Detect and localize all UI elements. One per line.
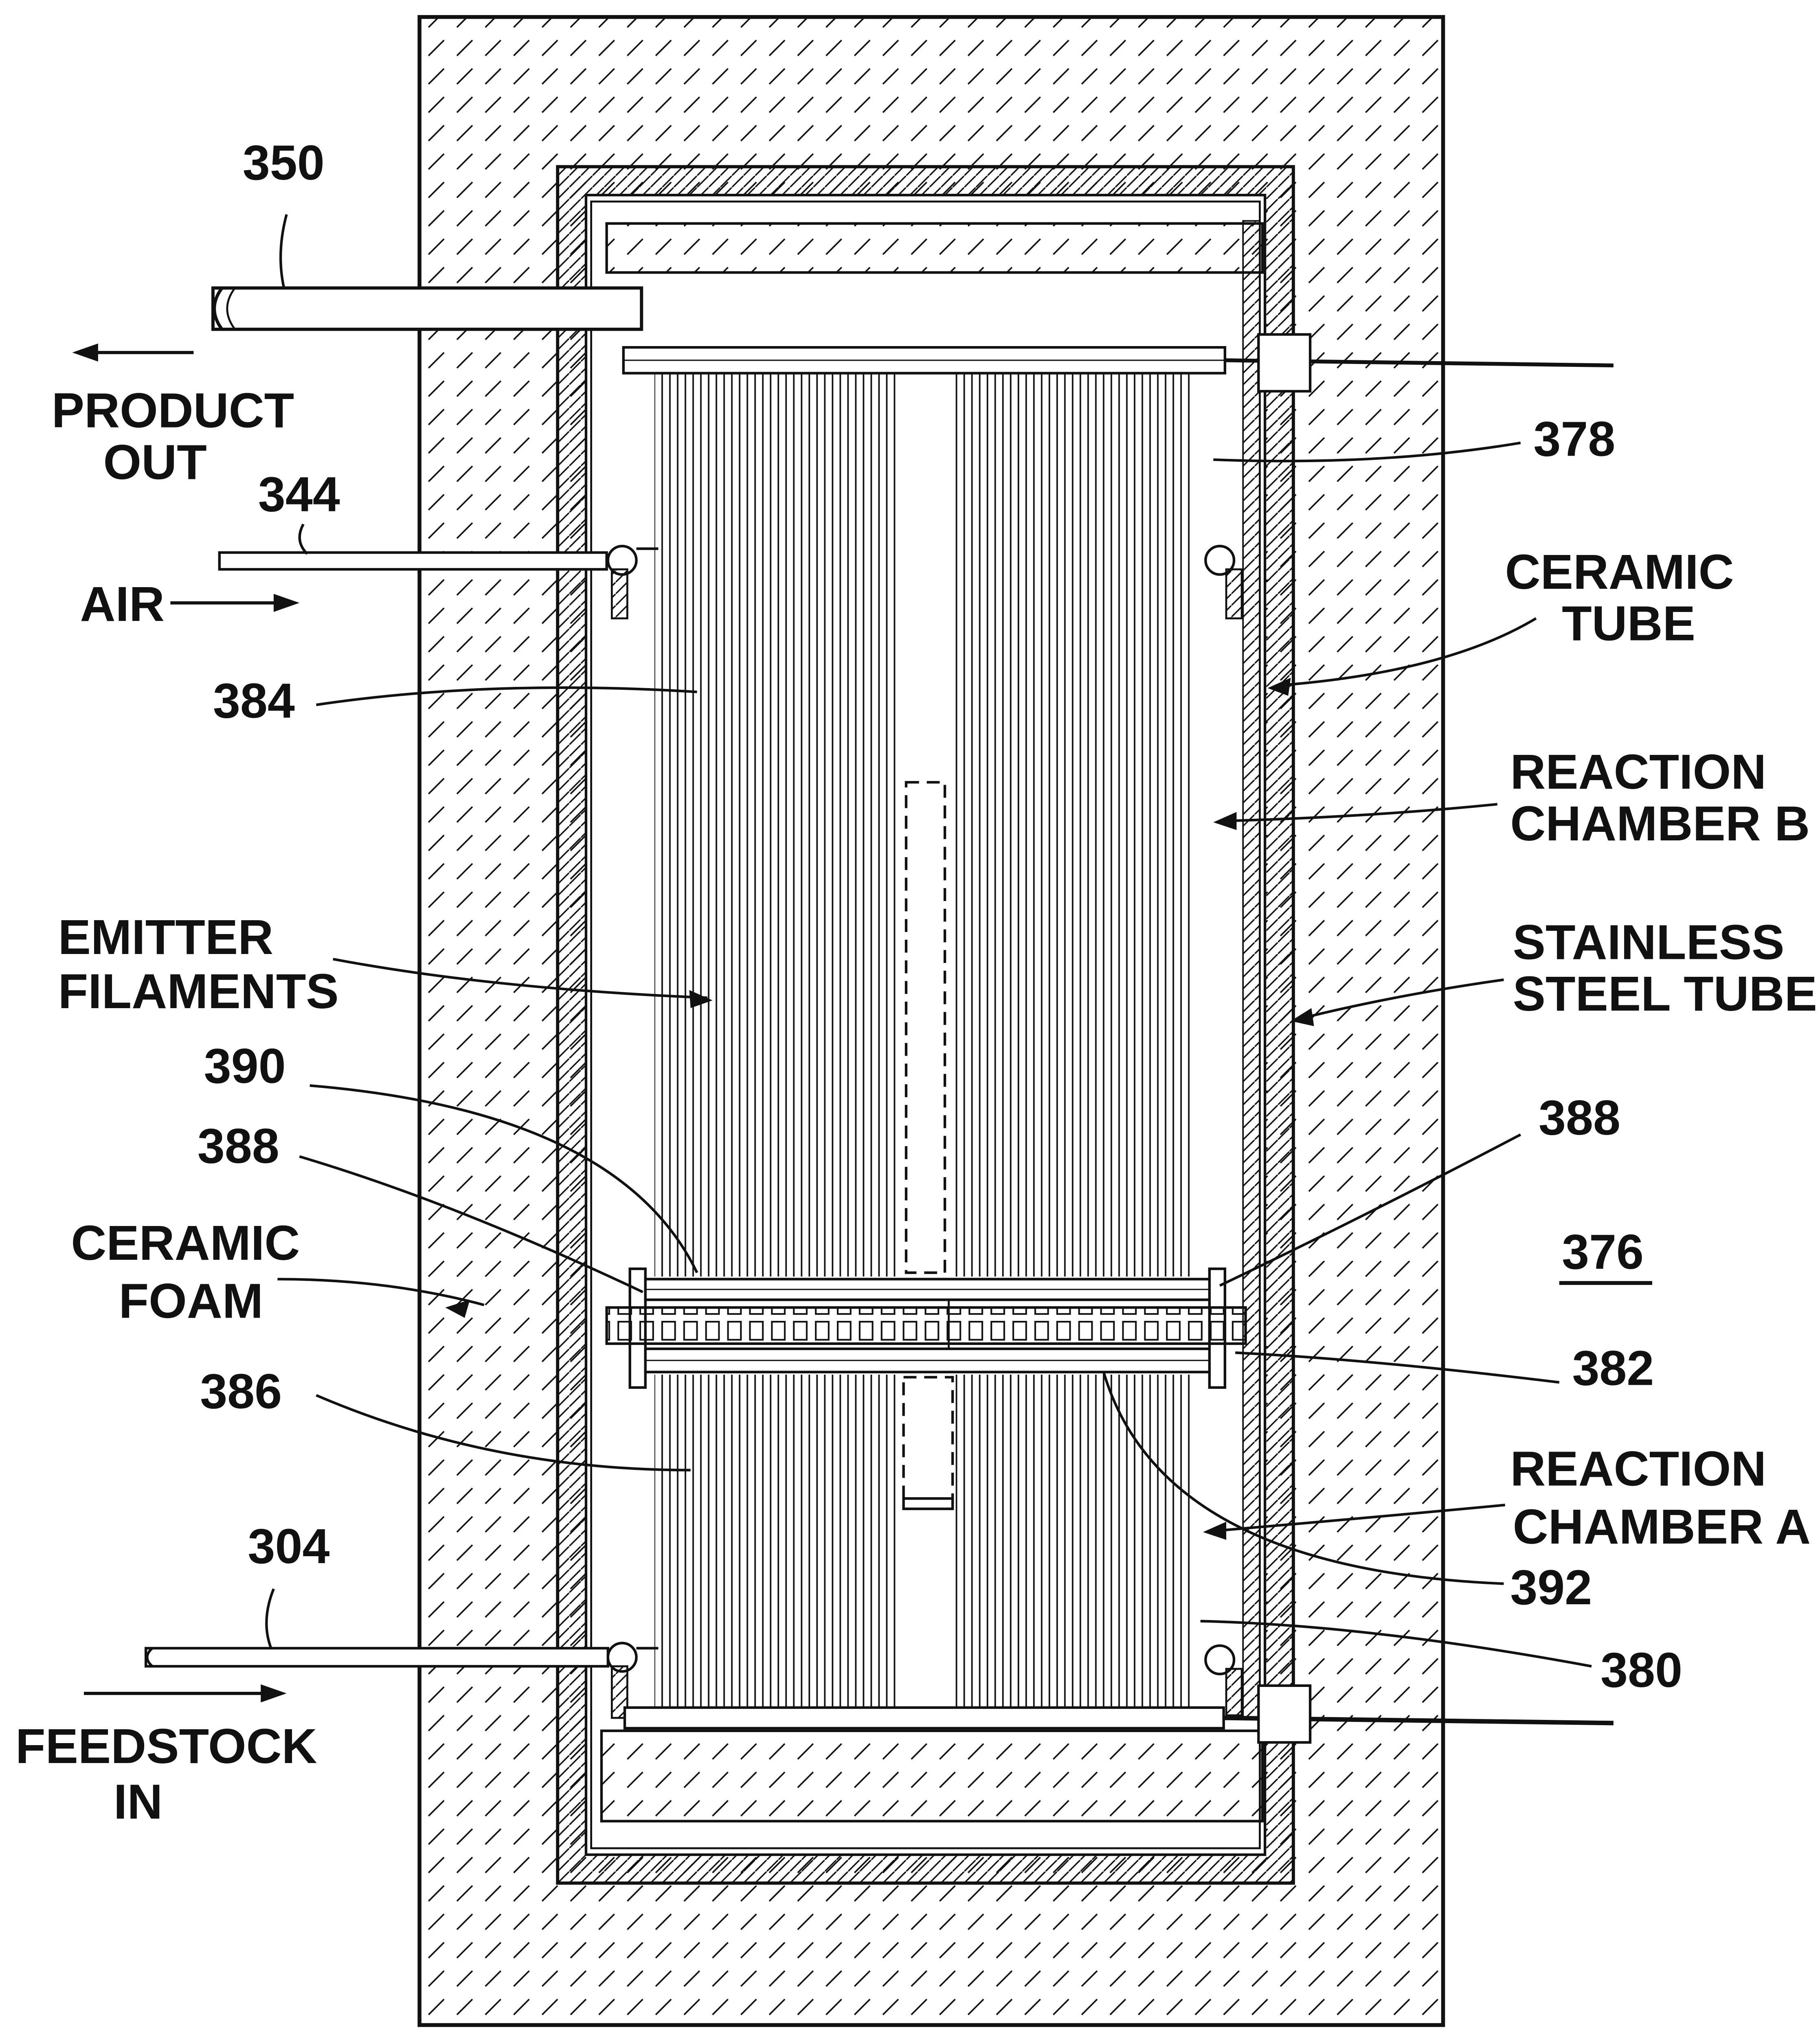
leader-lines xyxy=(265,214,1592,1668)
stainless-steel-tube-label-line2: STEEL TUBE xyxy=(1513,966,1817,1021)
ref-304: 304 xyxy=(248,1519,330,1574)
ref-376: 376 xyxy=(1562,1224,1644,1279)
reaction-chamber-b-label-line2: CHAMBER B xyxy=(1510,796,1810,851)
feedstock-in-label-line2: IN xyxy=(114,1774,162,1829)
reaction-chamber-b-label-line1: REACTION xyxy=(1510,744,1766,799)
ref-386: 386 xyxy=(200,1364,282,1419)
reaction-chamber-a-label-line1: REACTION xyxy=(1510,1441,1766,1496)
feedstock-inlet-pipe xyxy=(144,1642,1243,1719)
emitter-filaments-label-line2: FILAMENTS xyxy=(58,964,339,1019)
emitter-filaments-label-line1: EMITTER xyxy=(58,910,274,965)
ref-390: 390 xyxy=(204,1039,286,1094)
ref-380: 380 xyxy=(1600,1643,1682,1697)
product-out-label-line1: PRODUCT xyxy=(52,383,294,438)
upper-electrode-bar xyxy=(622,333,1614,393)
ref-392: 392 xyxy=(1510,1560,1592,1615)
air-inlet-pipe xyxy=(218,545,1243,620)
ceramic-foam-label-line2: FOAM xyxy=(119,1274,263,1329)
lower-filament-bundle xyxy=(654,1375,1195,1711)
ref-384: 384 xyxy=(213,673,295,728)
feedstock-in-arrow-icon xyxy=(84,1684,287,1703)
bottom-ceramic-plug xyxy=(600,1729,1264,1822)
ceramic-tube xyxy=(590,200,1261,1849)
feedstock-in-label-line1: FEEDSTOCK xyxy=(15,1719,317,1774)
stainless-steel-tube-label-line1: STAINLESS xyxy=(1513,915,1785,969)
lower-electrode-bar xyxy=(623,1684,1614,1744)
product-out-arrow-icon xyxy=(72,343,194,362)
ref-344: 344 xyxy=(258,467,340,522)
product-out-pipe xyxy=(211,286,643,331)
reaction-chamber-a-label-line2: CHAMBER A xyxy=(1513,1499,1811,1554)
central-electrode-assembly xyxy=(605,1267,1247,1389)
ref-388-left: 388 xyxy=(198,1118,279,1173)
ceramic-foam-label-line1: CERAMIC xyxy=(71,1215,300,1270)
ref-382: 382 xyxy=(1572,1340,1654,1395)
product-out-label-line2: OUT xyxy=(103,434,207,489)
ceramic-tube-label-line1: CERAMIC xyxy=(1505,544,1734,599)
air-label: AIR xyxy=(80,577,165,632)
upper-filament-bundle xyxy=(654,373,1195,1277)
leader-arrow-icons xyxy=(445,678,1314,1540)
ceramic-tube-label-line2: TUBE xyxy=(1562,596,1695,651)
top-ceramic-plug xyxy=(605,222,1264,274)
ref-350: 350 xyxy=(243,135,325,190)
air-in-arrow-icon xyxy=(170,594,300,612)
ref-378: 378 xyxy=(1533,411,1615,466)
ref-388-right: 388 xyxy=(1539,1090,1620,1145)
